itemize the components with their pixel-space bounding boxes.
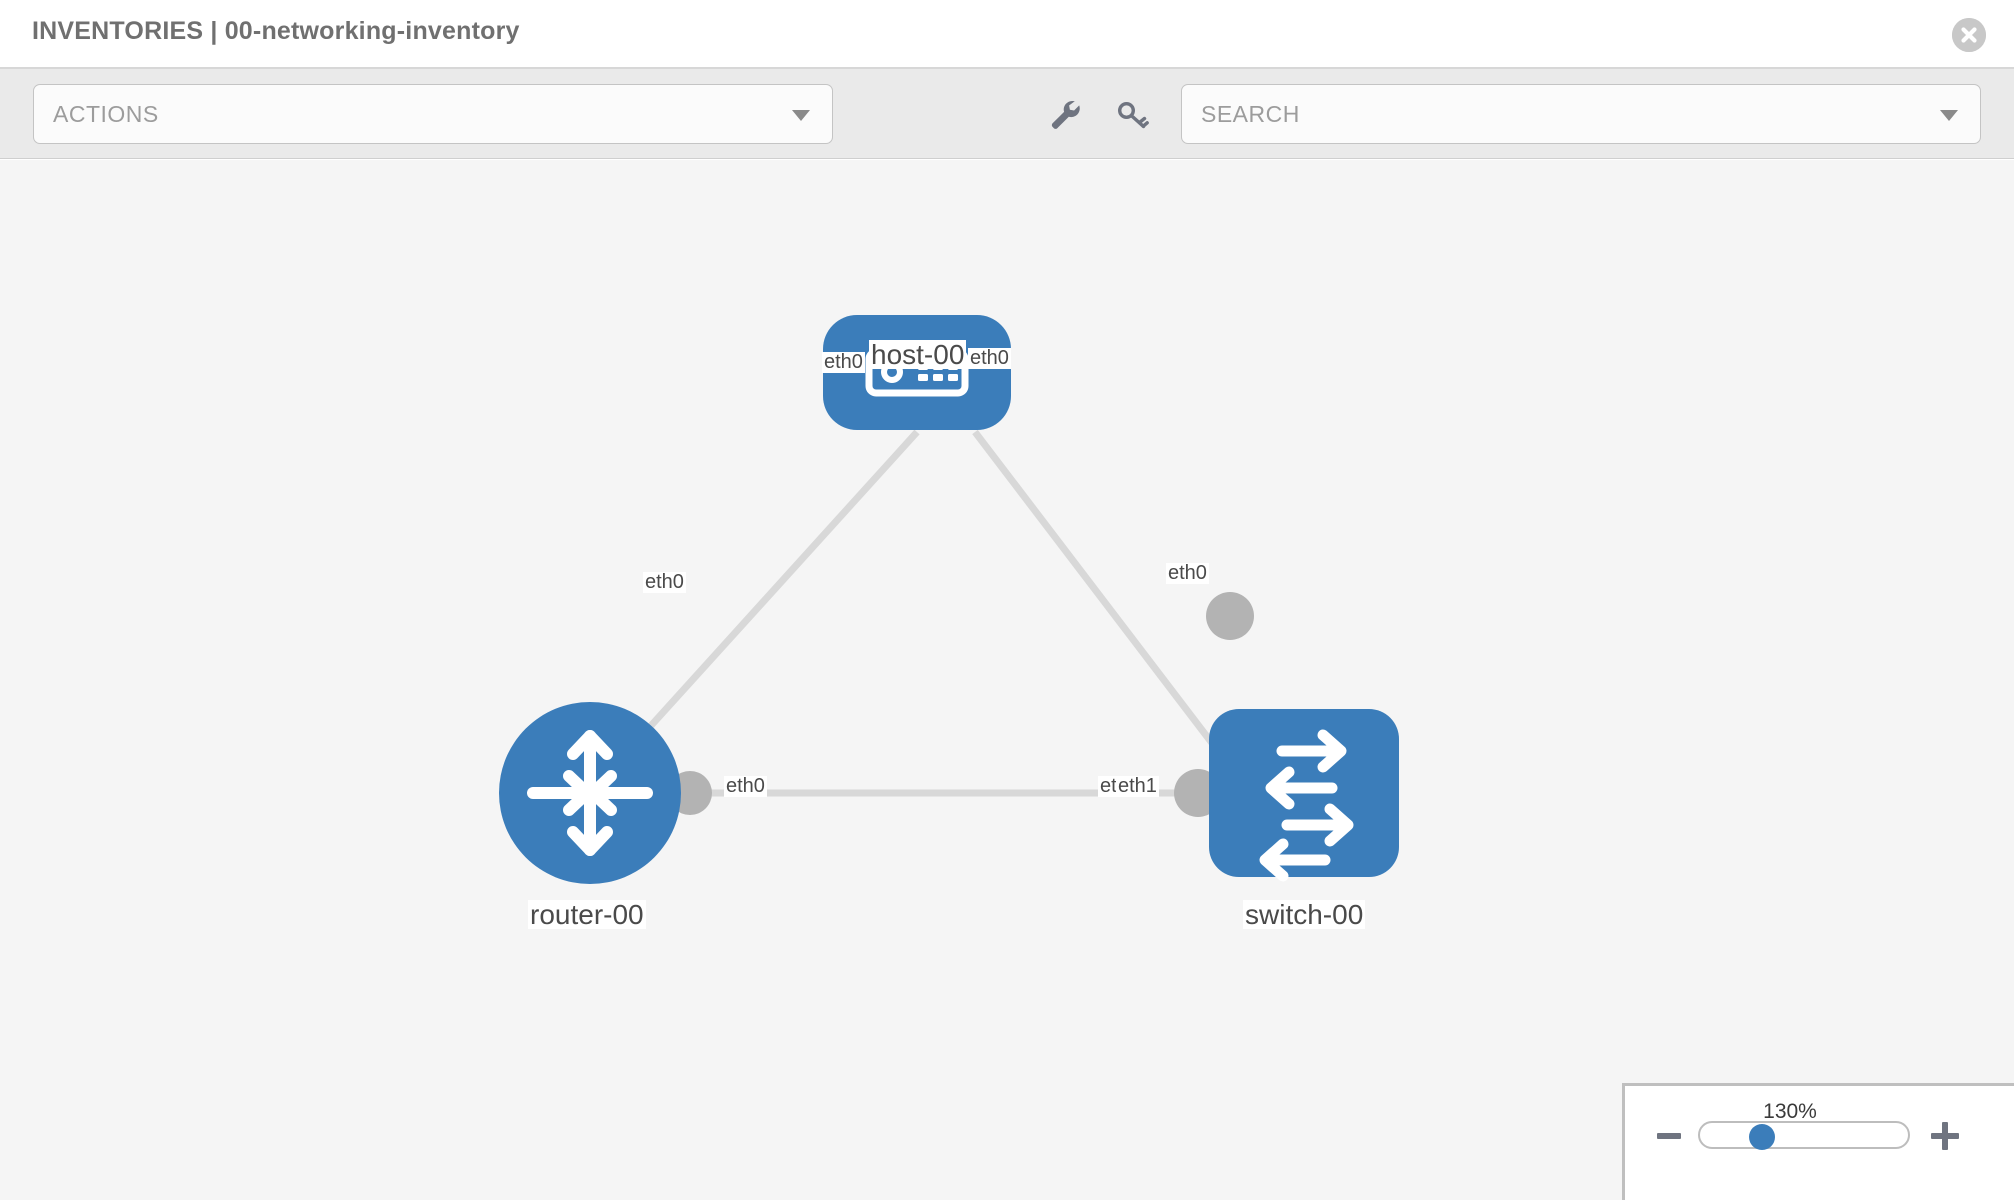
close-button[interactable] [1952, 18, 1986, 52]
iface-label-switch-up: eth0 [1166, 562, 1209, 584]
window-header: INVENTORIES | 00-networking-inventory [0, 0, 2014, 69]
chevron-down-icon [792, 110, 810, 121]
page-title: INVENTORIES | 00-networking-inventory [32, 17, 520, 45]
node-switch-00 [1209, 709, 1399, 882]
key-icon[interactable] [1112, 95, 1152, 135]
topology-graph [499, 315, 1399, 884]
wrench-icon[interactable] [1045, 95, 1085, 135]
zoom-control-panel: 130% [1622, 1083, 2014, 1200]
search-placeholder: SEARCH [1201, 101, 1300, 127]
node-label-switch: switch-00 [1243, 899, 1366, 930]
zoom-slider-track[interactable] [1698, 1121, 1910, 1149]
node-label-host: host-00 [869, 339, 967, 370]
minus-icon[interactable] [1657, 1133, 1681, 1139]
plus-icon[interactable] [1931, 1122, 1959, 1150]
iface-label-router-right: eth0 [724, 775, 767, 797]
node-label-router: router-00 [528, 899, 646, 930]
zoom-percent-label: 130% [1763, 1100, 1817, 1123]
iface-label-router-up: eth0 [643, 571, 686, 593]
search-input[interactable]: SEARCH [1181, 84, 1981, 144]
router-arrows-icon [527, 730, 653, 856]
iface-label-switch-left: eth1 [1116, 775, 1159, 797]
zoom-slider-thumb[interactable] [1749, 1124, 1775, 1150]
actions-dropdown[interactable]: ACTIONS [33, 84, 833, 144]
topology-canvas[interactable]: eth0 host-00 eth0 eth0 eth0 eth0 eth0 et… [0, 160, 2014, 1200]
node-router-00 [499, 702, 681, 884]
iface-label-host-left: eth0 [822, 351, 865, 373]
chevron-down-icon[interactable] [1940, 110, 1958, 121]
link-host-switch [972, 429, 1253, 796]
actions-dropdown-label: ACTIONS [53, 101, 159, 127]
connector-switch-top [1206, 592, 1254, 640]
iface-label-host-right: eth0 [968, 347, 1011, 369]
switch-arrows-icon [1259, 729, 1354, 882]
link-layer [587, 429, 1304, 797]
